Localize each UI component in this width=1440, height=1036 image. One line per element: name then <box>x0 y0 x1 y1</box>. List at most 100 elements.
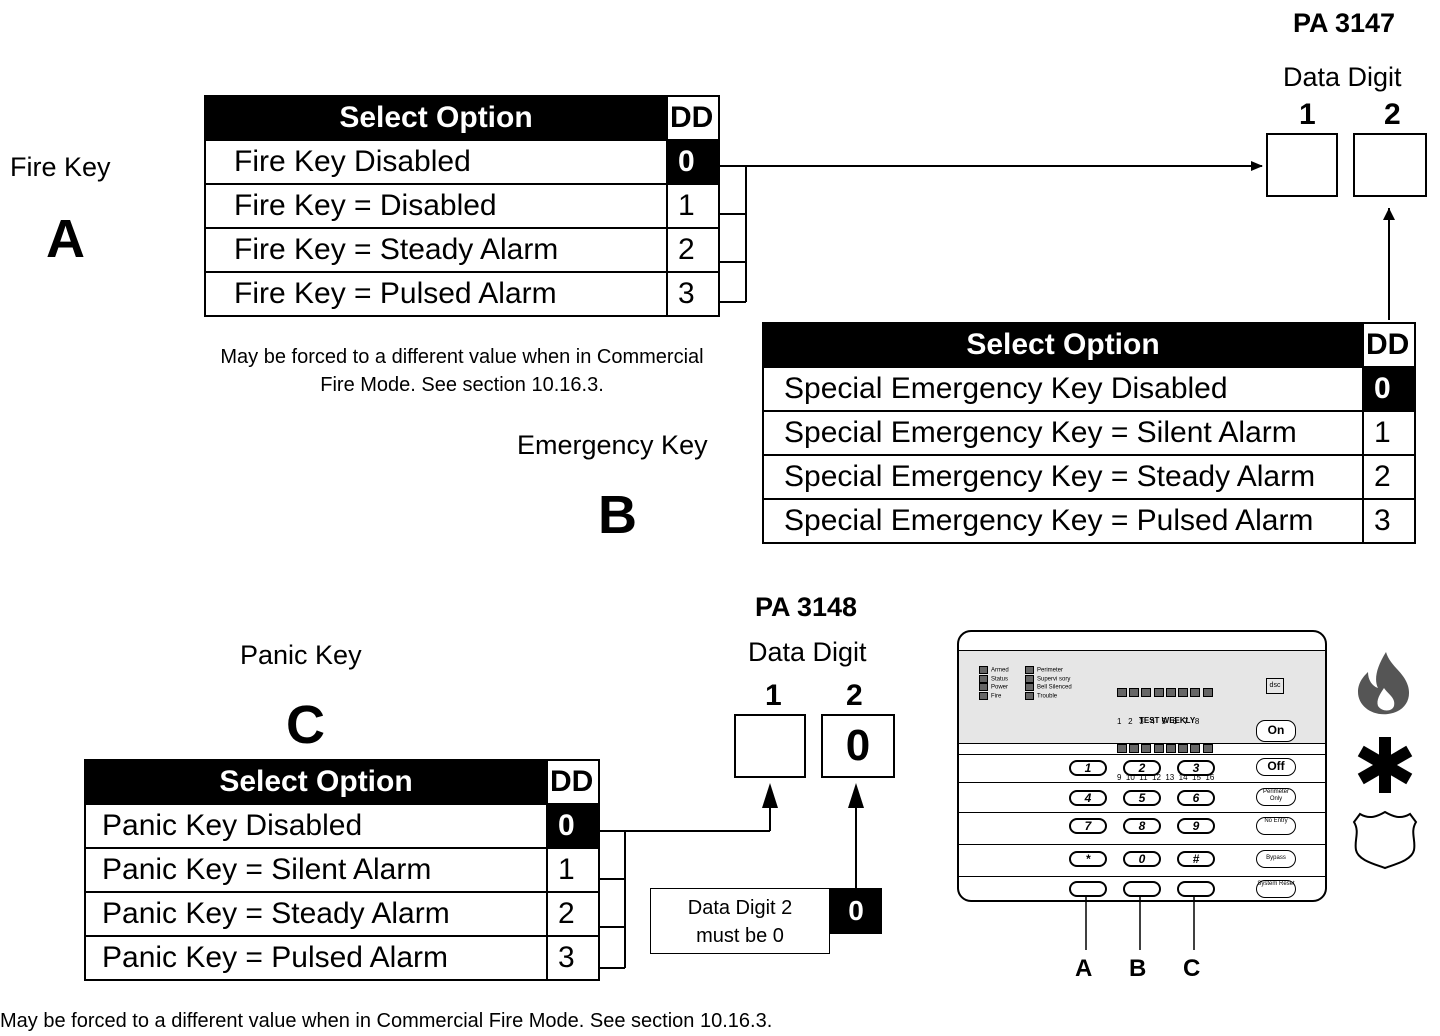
keypad-key-2[interactable]: 2 <box>1123 760 1161 776</box>
option-label: Panic Key = Steady Alarm <box>84 891 548 937</box>
keypad-key-1[interactable]: 1 <box>1069 760 1107 776</box>
dd-value: 3 <box>666 271 720 317</box>
table-row[interactable]: Fire Key = Disabled 1 <box>204 183 720 229</box>
digit-2-label: 2 <box>1384 98 1401 131</box>
keypad-key-3[interactable]: 3 <box>1177 760 1215 776</box>
keypad-key-7[interactable]: 7 <box>1069 818 1107 834</box>
fire-key-option-table: Select Option DD Fire Key Disabled 0 Fir… <box>204 95 720 317</box>
keypad-label-b: B <box>1129 955 1147 982</box>
dd-value: 2 <box>666 227 720 273</box>
keypad-key-5[interactable]: 5 <box>1123 790 1161 806</box>
keypad-key-9[interactable]: 9 <box>1177 818 1215 834</box>
table-row[interactable]: Special Emergency Key = Pulsed Alarm 3 <box>762 498 1416 544</box>
table-row[interactable]: Panic Key Disabled 0 <box>84 803 600 849</box>
dsc-logo: dsc <box>1266 678 1284 694</box>
keypad-key-a[interactable] <box>1069 881 1107 897</box>
on-key[interactable]: On <box>1256 720 1296 742</box>
header-dd: DD <box>666 95 720 141</box>
keypad-key-star[interactable]: * <box>1069 851 1107 867</box>
table-row[interactable]: Fire Key = Pulsed Alarm 3 <box>204 271 720 317</box>
bypass-key[interactable]: Bypass <box>1256 850 1296 868</box>
pa-3148-label: PA 3148 <box>755 592 858 622</box>
keypad-label-c: C <box>1183 955 1201 982</box>
data-digit-1-box[interactable] <box>734 714 806 778</box>
pa-3147-label: PA 3147 <box>1293 8 1396 38</box>
keypad-key-6[interactable]: 6 <box>1177 790 1215 806</box>
data-digit-1-box[interactable] <box>1266 133 1338 197</box>
dd-value: 0 <box>546 803 600 849</box>
option-label: Fire Key Disabled <box>204 139 668 185</box>
keypad-key-b[interactable] <box>1123 881 1161 897</box>
panic-key-label: Panic Key <box>240 640 362 670</box>
fire-key-label: Fire Key <box>10 152 111 182</box>
header-dd: DD <box>1362 322 1416 368</box>
dd-value: 1 <box>546 847 600 893</box>
digit-2-label: 2 <box>846 679 863 712</box>
dd-value: 2 <box>1362 454 1416 500</box>
emergency-key-option-table: Select Option DD Special Emergency Key D… <box>762 322 1416 544</box>
dd-value: 2 <box>546 891 600 937</box>
option-label: Fire Key = Pulsed Alarm <box>204 271 668 317</box>
fire-icon <box>1358 652 1410 715</box>
keypad-key-hash[interactable]: # <box>1177 851 1215 867</box>
option-label: Fire Key = Steady Alarm <box>204 227 668 273</box>
no-entry-key[interactable]: No Entry <box>1256 817 1296 835</box>
zone-leds: 1 2 3 4 5 6 7 8 9 10 11 12 13 14 15 16 <box>1117 670 1214 800</box>
asterisk-icon <box>1357 737 1413 793</box>
table-row[interactable]: Panic Key = Steady Alarm 2 <box>84 891 600 937</box>
status-leds-2: Perimeter Supervi sory Bell Silenced Tro… <box>1025 666 1072 700</box>
off-key[interactable]: Off <box>1256 758 1296 776</box>
table-row[interactable]: Panic Key = Silent Alarm 1 <box>84 847 600 893</box>
data-digit-2-box[interactable] <box>1353 133 1427 197</box>
data-digit-2-callout: Data Digit 2 must be 0 <box>650 888 830 954</box>
panic-key-note: May be forced to a different value when … <box>0 1010 773 1032</box>
callout-line-1: Data Digit 2 <box>687 897 793 919</box>
table-row[interactable]: Fire Key = Steady Alarm 2 <box>204 227 720 273</box>
callout-value-badge: 0 <box>830 888 882 934</box>
option-label: Fire Key = Disabled <box>204 183 668 229</box>
option-label: Special Emergency Key = Silent Alarm <box>762 410 1364 456</box>
panic-key-option-table: Select Option DD Panic Key Disabled 0 Pa… <box>84 759 600 981</box>
data-digit-label-3147: Data Digit <box>1283 62 1402 92</box>
keypad-illustration: Armed Status Power Fire Perimeter Superv… <box>957 630 1327 902</box>
keypad-key-4[interactable]: 4 <box>1069 790 1107 806</box>
test-weekly-label: TEST WEEKLY <box>1139 716 1196 725</box>
system-reset-key[interactable]: System Reset <box>1256 880 1296 898</box>
dd-value: 3 <box>546 935 600 981</box>
header-dd: DD <box>546 759 600 805</box>
dd-value: 1 <box>1362 410 1416 456</box>
dd-value: 0 <box>666 139 720 185</box>
keypad-label-a: A <box>1075 955 1093 982</box>
fire-key-note: May be forced to a different value when … <box>220 346 704 396</box>
callout-line-2: must be 0 <box>696 925 784 947</box>
fire-key-letter: A <box>46 209 85 269</box>
keypad-key-0[interactable]: 0 <box>1123 851 1161 867</box>
option-label: Panic Key Disabled <box>84 803 548 849</box>
table-row[interactable]: Fire Key Disabled 0 <box>204 139 720 185</box>
police-badge-icon <box>1352 810 1418 870</box>
data-digit-2-box[interactable]: 0 <box>821 714 895 778</box>
header-select-option: Select Option <box>204 95 668 141</box>
option-label: Special Emergency Key = Pulsed Alarm <box>762 498 1364 544</box>
header-select-option: Select Option <box>762 322 1364 368</box>
table-row[interactable]: Special Emergency Key = Steady Alarm 2 <box>762 454 1416 500</box>
option-label: Special Emergency Key = Steady Alarm <box>762 454 1364 500</box>
table-row[interactable]: Special Emergency Key = Silent Alarm 1 <box>762 410 1416 456</box>
digit-1-label: 1 <box>765 679 782 712</box>
perimeter-only-key[interactable]: Perimeter Only <box>1256 788 1296 806</box>
table-row[interactable]: Special Emergency Key Disabled 0 <box>762 366 1416 412</box>
keypad-key-c[interactable] <box>1177 881 1215 897</box>
table-row[interactable]: Panic Key = Pulsed Alarm 3 <box>84 935 600 981</box>
header-select-option: Select Option <box>84 759 548 805</box>
data-digit-label-3148: Data Digit <box>748 637 867 667</box>
emergency-key-letter: B <box>598 485 637 545</box>
keypad-key-8[interactable]: 8 <box>1123 818 1161 834</box>
panic-key-letter: C <box>286 695 325 755</box>
option-label: Panic Key = Pulsed Alarm <box>84 935 548 981</box>
digit-1-label: 1 <box>1299 98 1316 131</box>
status-leds: Armed Status Power Fire <box>979 666 1009 700</box>
dd-value: 0 <box>1362 366 1416 412</box>
dd-value: 3 <box>1362 498 1416 544</box>
